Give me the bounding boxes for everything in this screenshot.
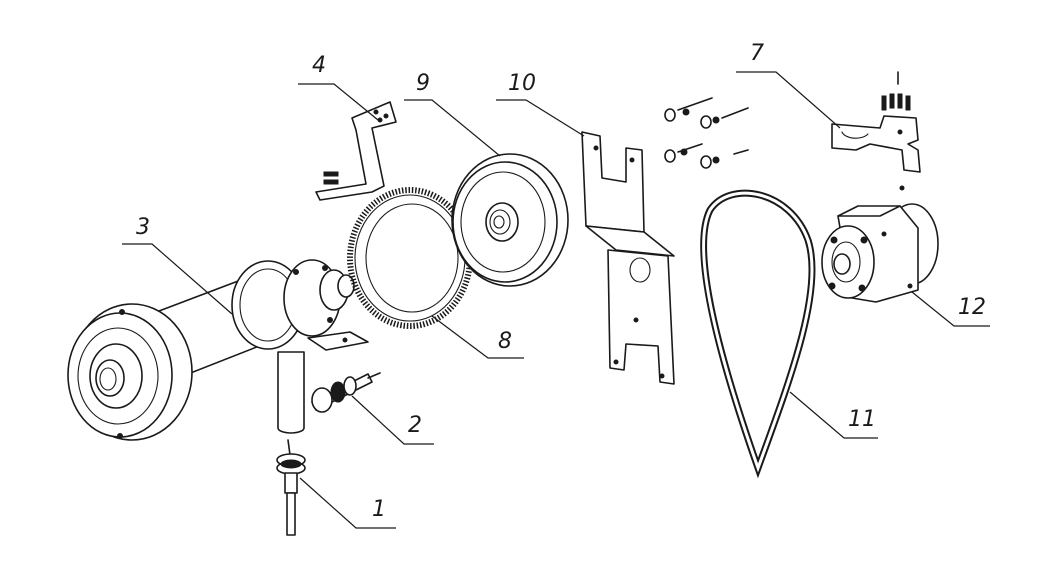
- leader-1: [299, 477, 396, 529]
- callout-labels: 1 2 3 4 7 8 9 10 11 12: [136, 41, 986, 522]
- callout-12: 12: [958, 295, 986, 320]
- part-11-drive-belt: [700, 189, 816, 479]
- part-2-shaft-bearing: [311, 372, 381, 413]
- leader-3: [122, 243, 233, 315]
- terminal-block: [881, 71, 911, 111]
- callout-10: 10: [508, 71, 536, 96]
- part-12-motor: [821, 203, 939, 303]
- leader-4: [298, 83, 379, 121]
- callout-7: 7: [750, 41, 764, 66]
- leader-11: [789, 391, 878, 439]
- callout-1: 1: [372, 497, 386, 522]
- part-3-spindle-housing: [67, 259, 369, 441]
- leader-8: [431, 315, 524, 359]
- leader-2: [351, 395, 434, 445]
- callout-4: 4: [312, 53, 326, 78]
- callout-8: 8: [498, 329, 512, 354]
- part-1-spindle-shaft: [276, 439, 306, 536]
- part-4-bracket: [315, 101, 397, 201]
- fastener-set: [664, 97, 749, 169]
- callout-3: 3: [136, 215, 150, 240]
- leader-10: [496, 99, 585, 137]
- callout-9: 9: [416, 71, 430, 96]
- part-9-pulley-disc: [451, 153, 569, 287]
- part-10-mounting-plate: [581, 131, 675, 385]
- leader-12: [911, 291, 990, 327]
- leader-7: [736, 71, 841, 129]
- part-7-motor-bracket: [831, 71, 921, 191]
- callout-11: 11: [848, 407, 876, 432]
- callout-2: 2: [408, 413, 422, 438]
- leader-lines: [122, 71, 990, 529]
- leader-9: [404, 99, 501, 157]
